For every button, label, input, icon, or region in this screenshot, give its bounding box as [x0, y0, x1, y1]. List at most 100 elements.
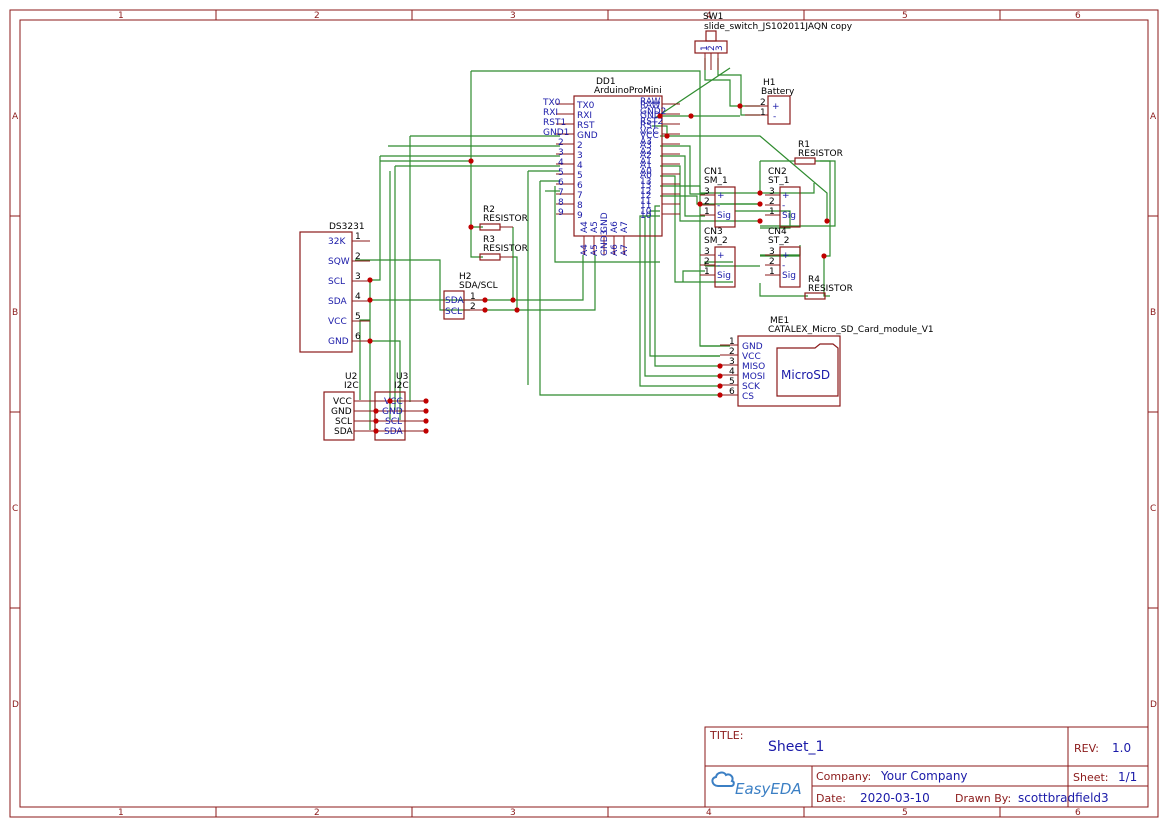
sd-module-me1: ME1 CATALEX_Micro_SD_Card_module_V1 Micr… — [720, 316, 934, 407]
dd1-right-outer-1: GND2 — [640, 107, 666, 117]
u2-label-scl: SCL — [335, 417, 352, 427]
row-label-right-a: A — [1150, 112, 1157, 122]
sw1-pin-2: 2 — [707, 45, 717, 51]
dd1-left-outer-3: GND1 — [543, 128, 569, 138]
cn3-pin-0: 3 — [704, 247, 710, 257]
row-label-left-b: B — [12, 308, 18, 318]
u3-label-sda: SDA — [384, 427, 403, 437]
cn1-ref: CN1 — [704, 167, 723, 177]
row-label-right-c: C — [1150, 504, 1156, 514]
col-label-top-2: 2 — [314, 11, 320, 21]
row-label-left-c: C — [12, 504, 18, 514]
cn1-pin-0: 3 — [704, 187, 710, 197]
drawn-by-label: Drawn By: — [955, 792, 1011, 805]
junction-dot — [373, 408, 379, 414]
u3-ref: U3 — [396, 372, 408, 382]
r2-ref: R2 — [483, 205, 495, 215]
junction-dot — [664, 133, 670, 139]
dd1-name: ArduinoProMini — [594, 86, 662, 96]
h2-ref: H2 — [459, 272, 472, 282]
dd1-bottom-0: A4 — [580, 221, 590, 233]
ds3231-label-0: 32K — [328, 237, 346, 247]
dd1-left-inner-1: RXI — [577, 111, 592, 121]
h2-name: SDA/SCL — [459, 281, 498, 291]
ds3231-pin-3: 4 — [355, 292, 361, 302]
ds3231-pin-2: 3 — [355, 272, 361, 282]
dd1-right-outer-5: A2 — [640, 147, 652, 157]
junction-dot — [717, 373, 723, 379]
dd1-bottom-outer-1: A5 — [590, 244, 600, 256]
col-label-bottom-1: 1 — [118, 808, 124, 818]
h1-name: Battery — [761, 87, 795, 97]
junction-dot — [757, 218, 763, 224]
title-value: Sheet_1 — [768, 739, 824, 755]
junction-dot — [657, 113, 663, 119]
junction-dot — [367, 338, 373, 344]
cn2-ref: CN2 — [768, 167, 787, 177]
easyeda-logo: EasyEDA — [711, 771, 802, 798]
cn1-pin-2: 1 — [704, 207, 710, 217]
u3-label-gnd: GND — [382, 407, 403, 417]
row-label-left-a: A — [12, 112, 19, 122]
dd1-left-outer-5: 3 — [558, 148, 564, 158]
dd1-bottom-outer-4: A7 — [620, 244, 630, 256]
switch-sw1: SW1 slide_switch_JS102011JAQN copy 1 2 3 — [694, 12, 853, 70]
dd1-bottom-2: GND — [600, 212, 610, 233]
junction-dot — [423, 408, 429, 414]
dd1-right-outer-11: 10 — [640, 207, 652, 217]
dd1-bottom-1: A5 — [590, 221, 600, 233]
ds3231-pin-5: 6 — [355, 332, 361, 342]
dd1-left-inner-0: TX0 — [576, 101, 595, 111]
dd1-right-outer-3: VCC — [640, 127, 659, 137]
r4-ref: R4 — [808, 275, 820, 285]
dd1-right-outer-2: RST2 — [640, 117, 663, 127]
dd1-right-inner-11: 10 — [640, 211, 652, 221]
dd1-right-outer-10: 11 — [640, 197, 651, 207]
ds3231-label-5: GND — [328, 337, 349, 347]
me1-pin-3: 4 — [729, 367, 735, 377]
cn3-label-1: - — [717, 261, 720, 271]
ds3231-ref: DS3231 — [329, 222, 365, 232]
dd1-left-outer-11: 9 — [558, 208, 564, 218]
dd1-bottom-outer-2: GND3 — [600, 230, 610, 256]
ds3231-label-4: VCC — [328, 317, 347, 327]
dd1-left-outer-8: 6 — [558, 178, 564, 188]
junction-dot — [482, 297, 488, 303]
cn3-label-2: Sig — [717, 271, 731, 281]
h1-pin-2: 2 — [760, 98, 766, 108]
sw1-ref: SW1 — [703, 12, 723, 22]
dd1-left-outer-4: 2 — [558, 138, 564, 148]
junction-dot — [423, 398, 429, 404]
r1-ref: R1 — [798, 140, 810, 150]
h2-pin-1: 1 — [470, 292, 476, 302]
me1-label-2: MISO — [742, 362, 765, 372]
junction-dot — [757, 201, 763, 207]
cn2-label-2: Sig — [782, 211, 796, 221]
me1-label-1: VCC — [742, 352, 761, 362]
dd1-left-outer-10: 8 — [558, 198, 564, 208]
i2c-u2: U2 I2C VCC GND SCL SDA — [323, 372, 426, 441]
junction-dot — [423, 418, 429, 424]
cn3-ref: CN3 — [704, 227, 723, 237]
dd1-bottom-outer-0: A4 — [580, 244, 590, 256]
dd1-left-outer-9: 7 — [558, 188, 564, 198]
u3-label-vcc: VCC — [384, 397, 403, 407]
junction-dot — [821, 253, 827, 259]
dd1-left-inner-2: RST — [577, 121, 595, 131]
junction-dot — [387, 398, 393, 404]
ds3231-label-2: SCL — [328, 277, 345, 287]
ds3231-label-3: SDA — [328, 297, 347, 307]
dd1-left-inner-4: 2 — [577, 141, 583, 151]
cn2-pin-1: 2 — [769, 197, 775, 207]
cn2-label-1: - — [782, 201, 785, 211]
cn4-pin-1: 2 — [769, 257, 775, 267]
cn4-label-1: - — [782, 261, 785, 271]
cn1-label-1: - — [717, 201, 720, 211]
cn3-label-0: + — [717, 251, 725, 261]
row-label-right-b: B — [1150, 308, 1156, 318]
sw1-pin-1: 1 — [700, 45, 710, 51]
